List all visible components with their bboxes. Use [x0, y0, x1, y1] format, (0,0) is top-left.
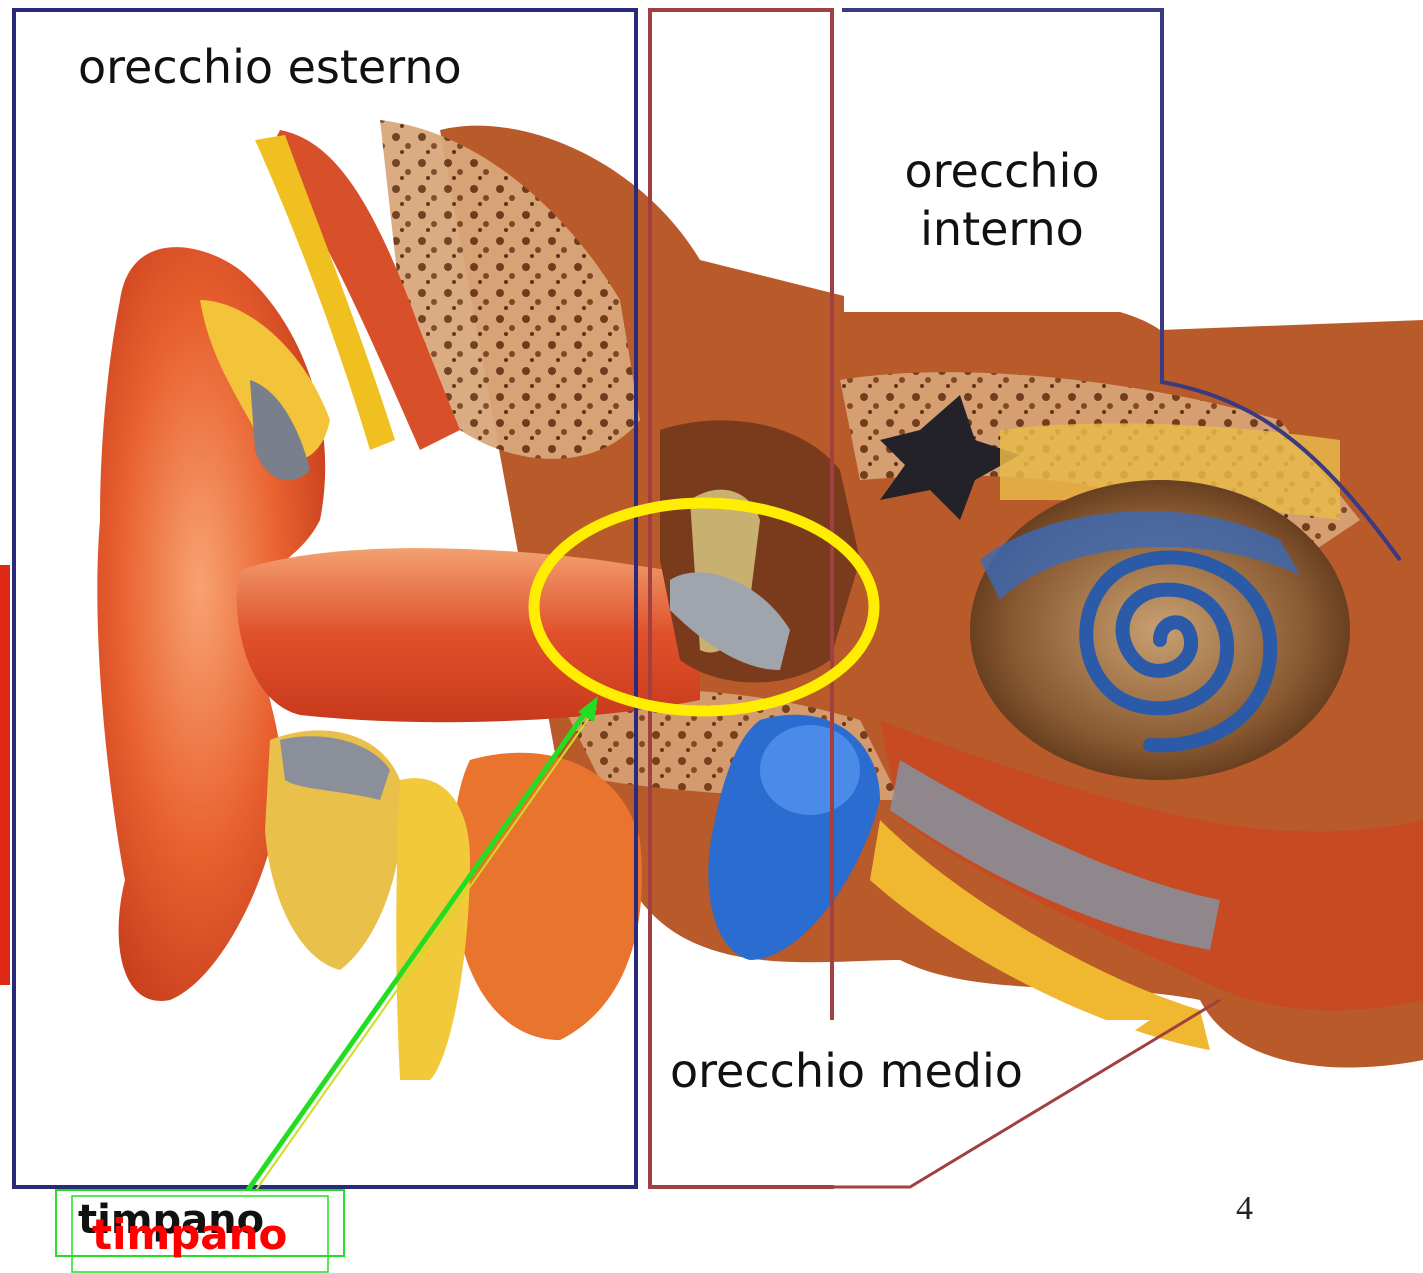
outer-ear-label: orecchio esterno [78, 44, 462, 90]
middle-ear-label: orecchio medio [670, 1048, 1023, 1094]
inner-ear-label-line1: orecchio [886, 142, 1118, 200]
inner-ear-label-line2: interno [886, 200, 1118, 258]
inner-ear-label: orecchio interno [886, 142, 1118, 258]
eustachian-opening [760, 725, 860, 815]
page-number: 4 [1236, 1190, 1253, 1228]
parotid-gland [453, 753, 642, 1040]
eardrum-label-red: timpano [92, 1214, 287, 1256]
edge-fragment [0, 565, 10, 985]
